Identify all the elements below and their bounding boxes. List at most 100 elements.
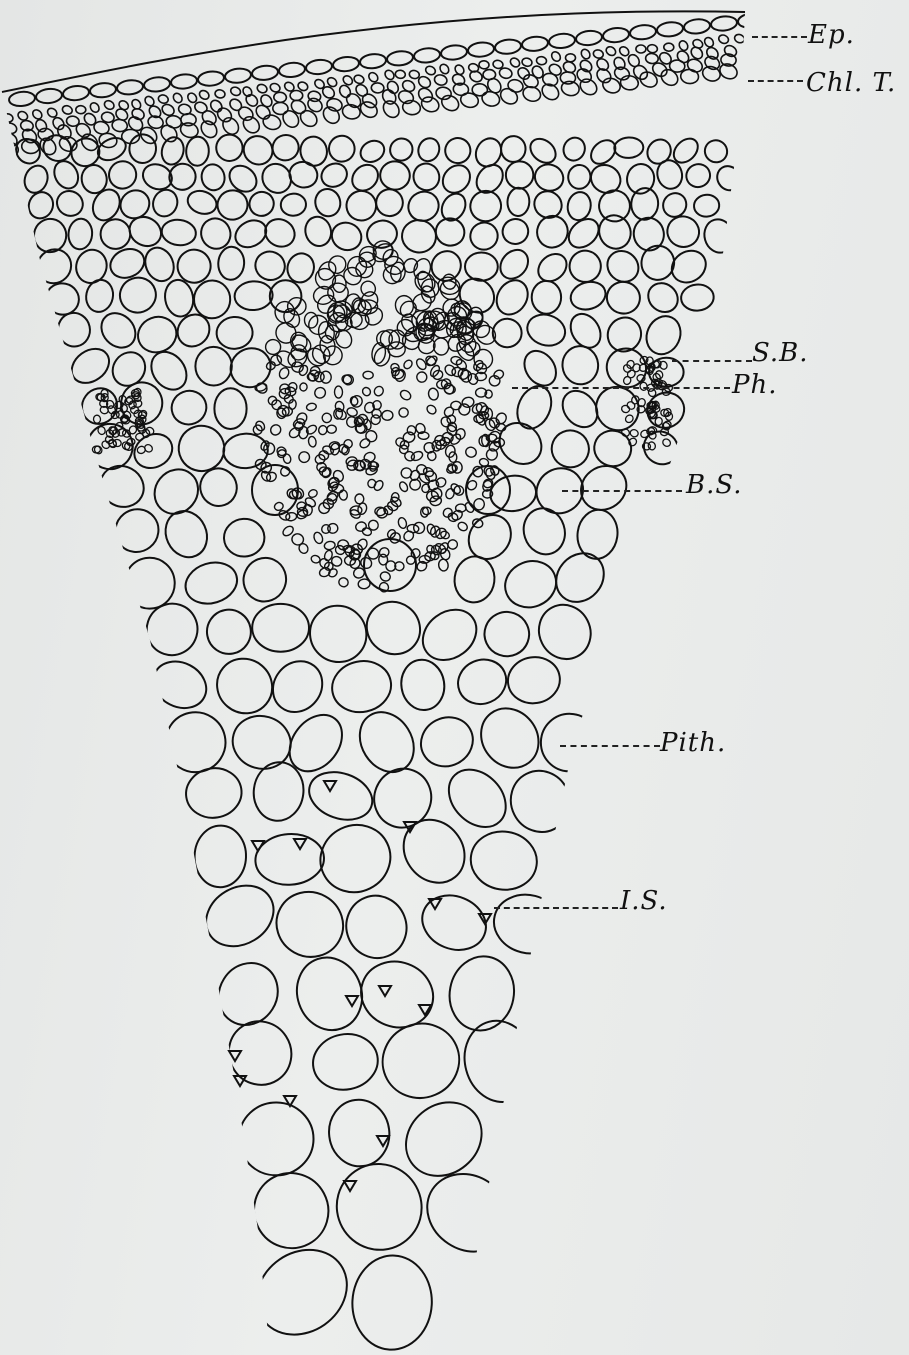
ground-tissue-cell xyxy=(214,388,246,429)
is-leader-line xyxy=(494,907,618,909)
ground-tissue-cell xyxy=(488,473,538,514)
pith-cell xyxy=(265,880,355,969)
pith-cell xyxy=(350,1253,434,1351)
phloem-cell xyxy=(299,383,307,392)
ground-tissue-cell xyxy=(286,159,320,191)
label-sclerenchyma-band: S.B. xyxy=(752,340,809,366)
ground-tissue-cell xyxy=(159,135,187,167)
ground-tissue-cell xyxy=(533,248,572,286)
chl-t-leader-line xyxy=(748,80,803,82)
ground-tissue-cell xyxy=(328,218,366,254)
phloem-cell xyxy=(298,451,311,464)
ground-tissue-cell xyxy=(664,213,703,251)
ground-tissue-cell xyxy=(565,190,593,222)
phloem-cell xyxy=(308,436,317,448)
chlorenchyma-cell xyxy=(380,98,402,121)
phloem-cell xyxy=(306,402,317,411)
ground-tissue-cell xyxy=(713,162,745,195)
ground-tissue-cell xyxy=(415,135,443,165)
ground-tissue-cell xyxy=(223,433,269,470)
ground-tissue-cell xyxy=(318,159,351,190)
epidermis-cell xyxy=(332,56,359,73)
chlorenchyma-cell xyxy=(479,60,490,69)
phloem-cell xyxy=(384,560,397,573)
chlorenchyma-cell xyxy=(272,102,288,115)
pith-cell xyxy=(194,825,248,888)
epidermis-cell xyxy=(197,70,224,87)
phloem-cell xyxy=(346,406,359,417)
chlorenchyma-cell xyxy=(236,104,255,123)
pith-cell xyxy=(263,651,333,722)
ground-tissue-cell xyxy=(505,161,534,190)
epidermis-cell xyxy=(413,47,440,64)
ground-tissue-cell xyxy=(378,159,411,191)
ground-tissue-cell xyxy=(532,281,561,314)
sclerenchyma-cell xyxy=(359,279,378,298)
chlorenchyma-cell xyxy=(3,121,18,135)
ground-tissue-cell xyxy=(386,134,417,165)
pith-cell xyxy=(469,697,550,779)
ground-tissue-cell xyxy=(561,344,600,386)
phloem-cell xyxy=(367,519,380,532)
phloem-cell xyxy=(363,371,373,379)
phloem-cell xyxy=(327,425,337,434)
chlorenchyma-cell xyxy=(636,45,646,53)
chlorenchyma-cell xyxy=(338,83,353,99)
phloem-cell xyxy=(417,372,427,383)
chlorenchyma-cell xyxy=(261,113,282,132)
chlorenchyma-cell xyxy=(130,107,146,122)
chlorenchyma-cell xyxy=(578,58,594,74)
chlorenchyma-cell xyxy=(289,98,308,117)
intercellular-space xyxy=(229,1051,241,1061)
phloem-cell xyxy=(460,369,473,383)
pith-cell xyxy=(488,888,569,961)
label-bundle-sheath: B.S. xyxy=(686,472,743,498)
ground-tissue-cell xyxy=(498,554,562,615)
ground-tissue-cell xyxy=(500,135,527,163)
ground-tissue-cell xyxy=(280,193,307,217)
epidermis-cell xyxy=(386,50,413,67)
sclerenchyma-cell xyxy=(281,306,302,330)
epidermis-cell xyxy=(224,67,251,84)
chlorenchyma-cell xyxy=(438,63,450,76)
sclerenchyma-cell xyxy=(629,428,639,437)
phloem-cell xyxy=(399,389,413,402)
ground-tissue-cell xyxy=(149,186,181,220)
chlorenchyma-cell xyxy=(703,36,715,49)
phloem-cell xyxy=(397,517,408,530)
phloem-cell xyxy=(438,559,449,572)
chlorenchyma-cell xyxy=(31,108,44,121)
epidermis-cell xyxy=(575,30,602,47)
chlorenchyma-cell xyxy=(689,45,705,61)
pith-cell xyxy=(398,657,448,713)
ground-tissue-cell xyxy=(701,136,732,166)
pith-cell xyxy=(241,1160,342,1261)
sclerenchyma-cell xyxy=(661,437,672,447)
epidermis-cell xyxy=(683,18,710,35)
ground-tissue-cell xyxy=(452,554,497,605)
label-intercellular-space: I.S. xyxy=(620,888,668,914)
ground-tissue-cell xyxy=(94,306,142,354)
ph-leader-line xyxy=(512,387,730,389)
pith-cell xyxy=(467,827,541,895)
phloem-cell xyxy=(267,395,278,406)
ground-tissue-cell xyxy=(30,242,78,290)
pith-cell xyxy=(287,949,371,1039)
chlorenchyma-cell xyxy=(165,114,182,129)
pith-cell xyxy=(240,1233,363,1352)
ground-tissue-cell xyxy=(21,162,52,196)
phloem-cell xyxy=(398,481,409,493)
pith-cell xyxy=(327,656,395,718)
ground-tissue-cell xyxy=(223,518,265,558)
pith-cell xyxy=(412,708,481,775)
ground-tissue-cell xyxy=(106,346,152,392)
ground-tissue-cell xyxy=(199,162,227,192)
chlorenchyma-cell xyxy=(506,78,524,94)
ground-tissue-cell xyxy=(555,384,604,434)
phloem-cell xyxy=(373,385,385,398)
sclerenchyma-cell xyxy=(632,363,642,373)
chlorenchyma-cell xyxy=(103,99,116,111)
ground-tissue-cell xyxy=(234,280,274,311)
phloem-cell xyxy=(375,507,388,520)
